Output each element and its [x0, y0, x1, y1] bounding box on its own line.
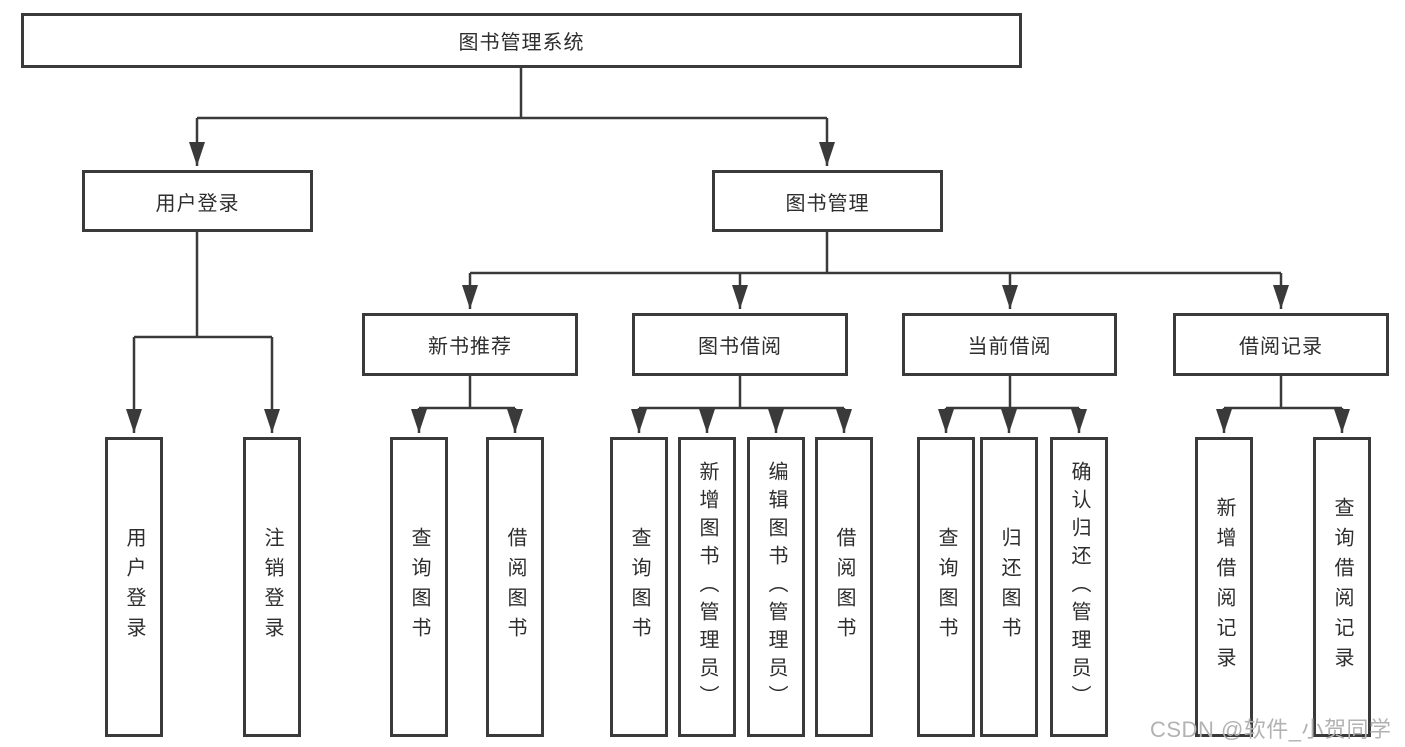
leaf-label: 借阅图书: [833, 527, 855, 647]
node-borrowing-records: 借阅记录: [1173, 313, 1389, 376]
leaf-label: 确认归还（管理员）: [1068, 461, 1090, 713]
leaf-add-book-admin: 新增图书（管理员）: [678, 437, 736, 737]
node-user-login: 用户登录: [82, 170, 313, 232]
node-book-management: 图书管理: [712, 170, 943, 232]
leaf-label: 查询借阅记录: [1331, 497, 1353, 677]
leaf-label: 新增借阅记录: [1213, 497, 1235, 677]
leaf-user-login: 用户登录: [105, 437, 163, 737]
node-new-book-recommendation: 新书推荐: [362, 313, 578, 376]
node-library-management-system: 图书管理系统: [21, 13, 1022, 68]
leaf-query-books-borrowing: 查询图书: [610, 437, 668, 737]
leaf-edit-book-admin: 编辑图书（管理员）: [747, 437, 805, 737]
leaf-label: 新增图书（管理员）: [696, 461, 718, 713]
leaf-label: 注销登录: [261, 527, 283, 647]
leaf-borrow-books-borrowing: 借阅图书: [815, 437, 873, 737]
leaf-query-books-current: 查询图书: [917, 437, 975, 737]
node-current-borrowing: 当前借阅: [902, 313, 1117, 376]
leaf-return-book: 归还图书: [980, 437, 1038, 737]
leaf-query-books-recommend: 查询图书: [390, 437, 448, 737]
leaf-logout: 注销登录: [243, 437, 301, 737]
leaf-label: 查询图书: [408, 527, 430, 647]
csdn-watermark: CSDN @软件_小贺同学: [1150, 717, 1392, 742]
leaf-confirm-return-admin: 确认归还（管理员）: [1050, 437, 1108, 737]
leaf-query-borrow-record: 查询借阅记录: [1313, 437, 1371, 737]
leaf-label: 编辑图书（管理员）: [765, 461, 787, 713]
leaf-label: 查询图书: [628, 527, 650, 647]
leaf-label: 查询图书: [935, 527, 957, 647]
leaf-label: 归还图书: [998, 527, 1020, 647]
leaf-add-borrow-record: 新增借阅记录: [1195, 437, 1253, 737]
leaf-borrow-books-recommend: 借阅图书: [486, 437, 544, 737]
leaf-label: 借阅图书: [504, 527, 526, 647]
leaf-label: 用户登录: [123, 527, 145, 647]
node-book-borrowing: 图书借阅: [632, 313, 848, 376]
